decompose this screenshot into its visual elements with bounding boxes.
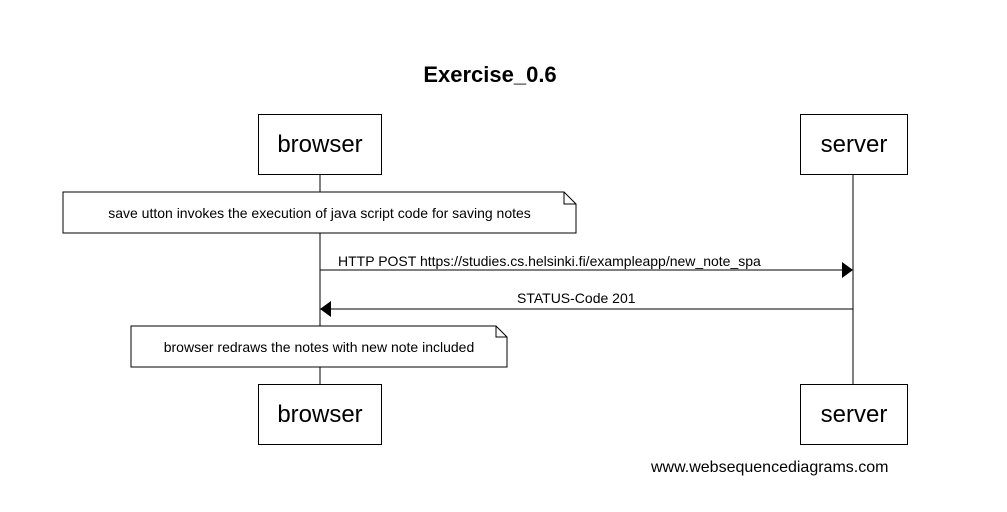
message-2-arrowhead xyxy=(320,301,331,317)
participant-browser-top: browser xyxy=(258,114,382,175)
note-1-box xyxy=(62,191,577,234)
diagram-title: Exercise_0.6 xyxy=(423,62,557,87)
participant-server-bottom: server xyxy=(800,384,908,445)
message-2-label: STATUS-Code 201 xyxy=(517,290,636,306)
message-1-arrowhead xyxy=(842,262,853,278)
message-1-label: HTTP POST https://studies.cs.helsinki.fi… xyxy=(338,253,761,269)
note-1-text: save utton invokes the execution of java… xyxy=(108,204,531,221)
note-1-fold xyxy=(563,192,576,205)
note-2-text: browser redraws the notes with new note … xyxy=(163,338,475,355)
participant-browser-bottom: browser xyxy=(258,384,382,445)
note-2-fold xyxy=(495,326,507,338)
note-2-box xyxy=(130,325,508,368)
watermark-text: www.websequencediagrams.com xyxy=(651,459,889,476)
participant-server-top: server xyxy=(800,114,908,175)
